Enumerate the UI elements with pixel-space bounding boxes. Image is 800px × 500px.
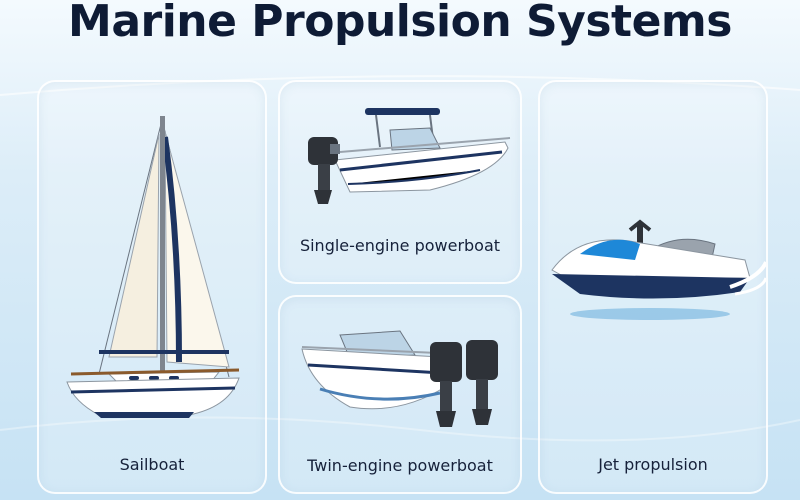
sailboat-icon (66, 116, 240, 418)
card-twin-engine-powerboat: Twin-engine powerboat (278, 295, 522, 494)
card-sailboat: Sailboat (37, 80, 267, 494)
card-label: Single-engine powerboat (299, 236, 501, 255)
card-jet-propulsion: Jet propulsion (538, 80, 768, 494)
card-label: Sailboat (119, 455, 185, 474)
card-label: Jet propulsion (598, 455, 708, 474)
jet-ski-icon (551, 219, 766, 320)
card-single-engine-powerboat: Single-engine powerboat (278, 80, 522, 284)
twin-engine-powerboat-icon (301, 330, 498, 427)
card-label: Twin-engine powerboat (307, 456, 493, 475)
single-engine-powerboat-icon (308, 108, 511, 204)
page-title: Marine Propulsion Systems (68, 0, 732, 47)
